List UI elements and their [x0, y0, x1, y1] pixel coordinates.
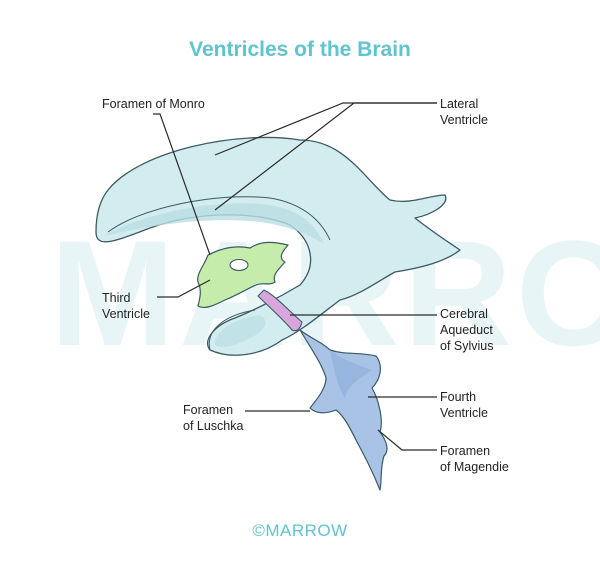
label-third-ventricle-line1: Third	[102, 291, 131, 305]
label-foramen-luschka-line2: of Luschka	[183, 419, 244, 433]
label-lateral-ventricle-line1: Lateral	[440, 97, 478, 111]
lateral-ventricle-horn	[208, 309, 256, 351]
labels: Foramen of Monro Lateral Ventricle Third…	[102, 97, 509, 474]
label-third-ventricle-line2: Ventricle	[102, 307, 150, 321]
interthalamic-adhesion	[229, 258, 249, 272]
leader-lines	[153, 102, 437, 451]
label-cerebral-aqueduct-line1: Cerebral	[440, 307, 488, 321]
label-lateral-ventricle-line2: Ventricle	[440, 113, 488, 127]
leader-foramen-monro	[153, 113, 211, 256]
label-fourth-ventricle-line1: Fourth	[440, 390, 476, 404]
cerebral-aqueduct	[257, 289, 303, 332]
leader-magendie	[377, 429, 437, 451]
brand-logo: ©MARROW	[252, 521, 347, 540]
label-fourth-ventricle-line2: Ventricle	[440, 406, 488, 420]
lateral-ventricle-horn-shade	[215, 315, 266, 347]
lateral-ventricle-fold	[107, 196, 331, 241]
third-ventricle	[197, 241, 289, 309]
fourth-ventricle-shade	[330, 350, 372, 398]
label-cerebral-aqueduct-line2: Aqueduct	[440, 323, 493, 337]
label-foramen-magendie-line2: of Magendie	[440, 460, 509, 474]
leader-third-ventricle	[157, 279, 211, 298]
label-foramen-monro: Foramen of Monro	[102, 97, 205, 111]
third-ventricle-body	[197, 241, 289, 309]
label-foramen-magendie-line1: Foramen	[440, 444, 490, 458]
label-cerebral-aqueduct-line3: of Sylvius	[440, 339, 494, 353]
lateral-ventricle-shade	[104, 203, 324, 244]
diagram-title: Ventricles of the Brain	[189, 38, 411, 61]
label-foramen-luschka-line1: Foramen	[183, 403, 233, 417]
leader-lateral-lower	[214, 102, 437, 211]
